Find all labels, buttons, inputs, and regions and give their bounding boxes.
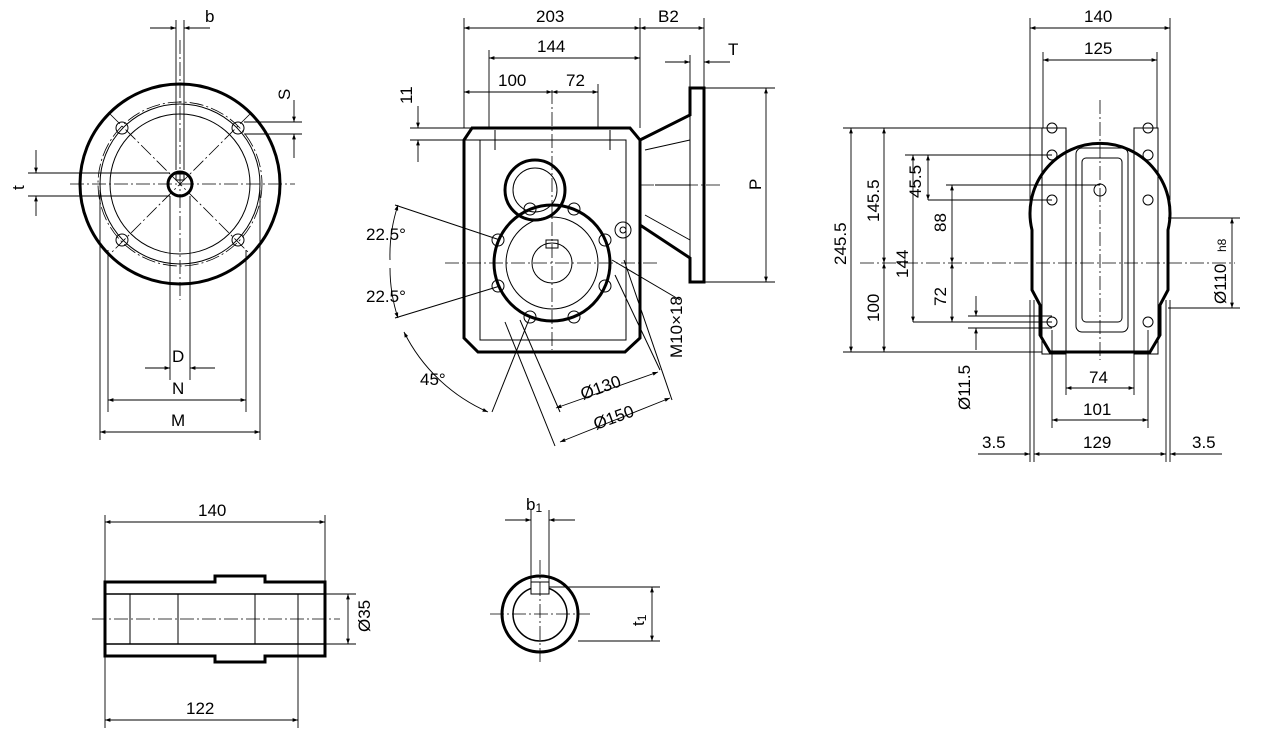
side-dim-b2: B2	[658, 7, 679, 26]
front-view: b S t D N M	[9, 7, 302, 440]
right-dim-100: 100	[864, 294, 883, 322]
side-dim-100: 100	[498, 71, 526, 90]
front-dim-m: M	[171, 411, 185, 430]
front-dim-b: b	[205, 7, 214, 26]
right-dim-2455: 245.5	[831, 222, 850, 265]
side-dim-72: 72	[566, 71, 585, 90]
shaft-cross-section: b1 t1	[490, 495, 660, 664]
right-dim-d110: Ø110	[1211, 264, 1230, 304]
right-dim-455: 45.5	[906, 165, 925, 198]
side-dim-d150: Ø150	[591, 402, 637, 434]
right-dim-140: 140	[1084, 7, 1112, 26]
shaft-view: 140 122 Ø35	[92, 501, 374, 728]
right-dim-72: 72	[931, 287, 950, 306]
bolt-hole	[115, 121, 129, 135]
side-dim-d130: Ø130	[578, 372, 624, 404]
shaft-dim-140: 140	[198, 501, 226, 520]
right-dim-35a: 3.5	[982, 433, 1006, 452]
side-dim-m10: M10×18	[667, 296, 686, 358]
right-dim-129: 129	[1083, 433, 1111, 452]
side-dim-p: P	[746, 179, 765, 190]
right-dim-d115: Ø11.5	[955, 365, 974, 410]
shaft-dim-d35: Ø35	[355, 600, 374, 632]
side-angle-1: 22.5°	[366, 225, 406, 244]
right-dim-101: 101	[1083, 400, 1111, 419]
right-dim-1455: 145.5	[864, 179, 883, 222]
bolt-hole	[231, 121, 245, 135]
front-dim-s: S	[275, 89, 294, 100]
front-dim-d: D	[172, 347, 184, 366]
right-view: 140 125 245.5 145.5 100 144 45.5 88 72 Ø…	[831, 7, 1240, 462]
side-view: 203 B2 144 T 100 72 11 P 22.5°	[366, 7, 775, 447]
right-dim-88: 88	[931, 213, 950, 232]
section-dim-t1: t1	[629, 614, 649, 626]
gearbox-side-outline	[1028, 141, 1172, 354]
right-dim-125: 125	[1084, 39, 1112, 58]
front-dim-n: N	[172, 379, 184, 398]
right-dim-74: 74	[1089, 368, 1108, 387]
side-angle-3: 45°	[420, 370, 446, 389]
gearbox-housing	[462, 126, 642, 354]
side-dim-t: T	[728, 40, 738, 59]
bolt-hole	[231, 233, 245, 247]
shaft-section	[103, 574, 327, 664]
right-dim-35b: 3.5	[1192, 433, 1216, 452]
side-angle-2: 22.5°	[366, 287, 406, 306]
right-dim-144: 144	[893, 250, 912, 278]
side-dim-11: 11	[397, 86, 416, 104]
section-dim-b1: b1	[526, 495, 542, 515]
shaft-dim-122: 122	[186, 699, 214, 718]
front-dim-t: t	[9, 185, 28, 190]
bolt-hole	[115, 233, 129, 247]
right-dim-h8: h8	[1215, 238, 1229, 252]
side-dim-203: 203	[536, 7, 564, 26]
side-dim-144: 144	[537, 37, 565, 56]
